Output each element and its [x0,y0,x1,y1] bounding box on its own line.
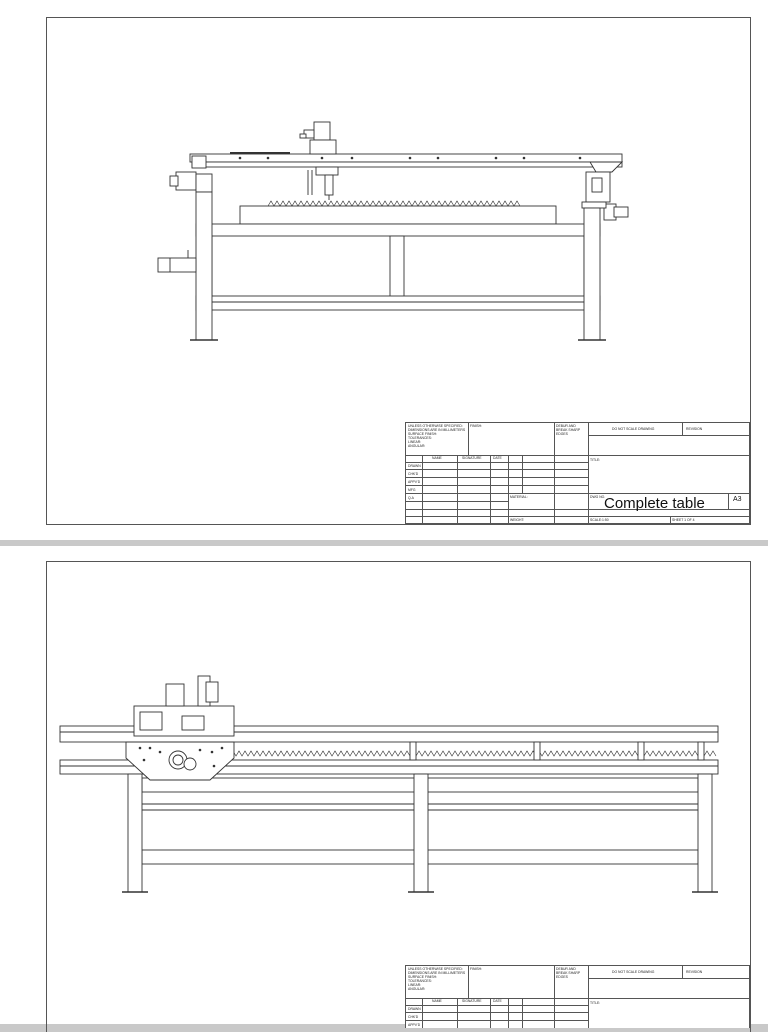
finish-label: FINISH: [470,424,483,428]
deburr-note: DEBUR AND BREAK SHARP EDGES [556,424,581,436]
finish-label: FINISH: [470,967,483,971]
do-not-scale-note: DO NOT SCALE DRAWING [612,427,655,431]
sheet-number: SHEET 1 OF 4 [672,518,695,522]
tolerance-notes: UNLESS OTHERWISE SPECIFIED: DIMENSIONS A… [408,424,466,448]
drawing-sheet-1: UNLESS OTHERWISE SPECIFIED: DIMENSIONS A… [0,0,768,540]
drawing-title: Complete table [604,495,705,512]
title-label: TITLE: [590,458,601,462]
col-signature: SIGNATURE [462,456,482,460]
tolerance-notes: UNLESS OTHERWISE SPECIFIED: DIMENSIONS A… [408,967,466,991]
title-block: UNLESS OTHERWISE SPECIFIED: DIMENSIONS A… [405,422,750,524]
dwg-no-label: DWG NO. [590,495,606,499]
deburr-note: DEBUR AND BREAK SHARP EDGES [556,967,581,979]
col-signature: SIGNATURE [462,999,482,1003]
revision-label: REVISION [686,427,703,431]
row-drawn: DRAWN [408,1007,421,1011]
side-view-drawing [59,675,719,893]
drawing-sheet-2: UNLESS OTHERWISE SPECIFIED: DIMENSIONS A… [0,546,768,1032]
row-approved: APPV'D [408,480,421,484]
weight-label: WEIGHT: [510,518,525,522]
row-checked: CHK'D [408,472,419,476]
sheet-size: A3 [733,496,742,503]
scale-label: SCALE:1:50 [590,518,609,522]
front-view-drawing [157,121,629,341]
col-date: DATE [493,456,502,460]
drawing-border [46,561,751,1032]
row-mfg: MFG [408,488,416,492]
title-label: TITLE: [590,1001,601,1005]
row-drawn: DRAWN [408,464,421,468]
revision-label: REVISION [686,970,703,974]
drawing-border [46,17,751,525]
material-label: MATERIAL: [510,495,528,499]
row-checked: CHK'D [408,1015,419,1019]
col-name: NAME [432,999,442,1003]
do-not-scale-note: DO NOT SCALE DRAWING [612,970,655,974]
title-block: UNLESS OTHERWISE SPECIFIED: DIMENSIONS A… [405,965,750,1028]
col-name: NAME [432,456,442,460]
col-date: DATE [493,999,502,1003]
row-qa: Q.A [408,496,414,500]
